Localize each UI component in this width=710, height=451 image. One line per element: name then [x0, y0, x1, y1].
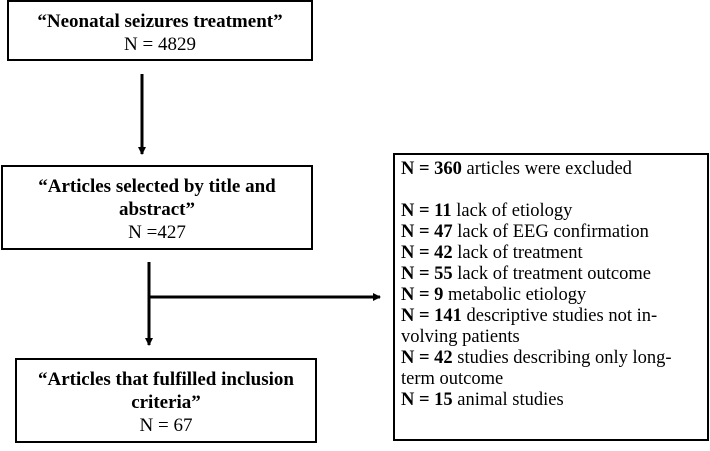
exclusion-reason: N = 15 animal studies: [401, 390, 707, 411]
excluded-header: N = 360 articles were excluded: [401, 159, 707, 180]
reason-text: lack of etiology: [451, 201, 573, 221]
screened-articles-box: “Articles selected by title and abstract…: [1, 165, 313, 250]
box-title: “Articles that fulfilled inclusion crite…: [38, 369, 294, 413]
reason-text: term outcome: [401, 369, 504, 389]
exclusion-reason: N = 47 lack of EEG confirmation: [401, 222, 707, 243]
reason-text: lack of treatment: [452, 243, 583, 263]
reason-text: studies describing only long-: [452, 348, 672, 368]
box-count: N =427: [128, 222, 186, 243]
reason-count: N = 15: [401, 390, 453, 410]
reason-count: N = 141: [401, 306, 462, 326]
exclusion-reason-continued: term outcome: [401, 369, 707, 390]
box-title: “Neonatal seizures treatment”: [37, 11, 283, 32]
excluded-count: N = 360: [401, 159, 462, 179]
reason-count: N = 9: [401, 285, 444, 305]
exclusion-reason: N = 141 descriptive studies not in-: [401, 306, 707, 327]
exclusion-reason: N = 55 lack of treatment outcome: [401, 264, 707, 285]
reason-text: descriptive studies not in-: [461, 306, 658, 326]
reason-count: N = 47: [401, 222, 453, 242]
reason-count: N = 42: [401, 243, 453, 263]
exclusion-reason: N = 11 lack of etiology: [401, 201, 707, 222]
exclusion-reason-continued: volving patients: [401, 327, 707, 348]
box-count: N = 4829: [124, 34, 196, 55]
reason-text: lack of treatment outcome: [452, 264, 651, 284]
exclusion-reason: N = 9 metabolic etiology: [401, 285, 707, 306]
excluded-articles-box: N = 360 articles were excluded N = 11 la…: [393, 153, 709, 441]
exclusion-reason: N = 42 lack of treatment: [401, 243, 707, 264]
reason-text: lack of EEG confirmation: [452, 222, 649, 242]
reason-text: metabolic etiology: [443, 285, 587, 305]
reason-count: N = 42: [401, 348, 453, 368]
search-results-box: “Neonatal seizures treatment” N = 4829: [7, 0, 313, 61]
included-articles-box: “Articles that fulfilled inclusion crite…: [15, 358, 317, 443]
reason-text: volving patients: [401, 327, 520, 347]
reason-text: animal studies: [452, 390, 564, 410]
excluded-label: articles were excluded: [461, 159, 632, 179]
box-title: “Articles selected by title and abstract…: [38, 176, 276, 220]
box-count: N = 67: [139, 415, 193, 436]
exclusion-reason: N = 42 studies describing only long-: [401, 348, 707, 369]
reason-count: N = 55: [401, 264, 453, 284]
reason-count: N = 11: [401, 201, 452, 221]
